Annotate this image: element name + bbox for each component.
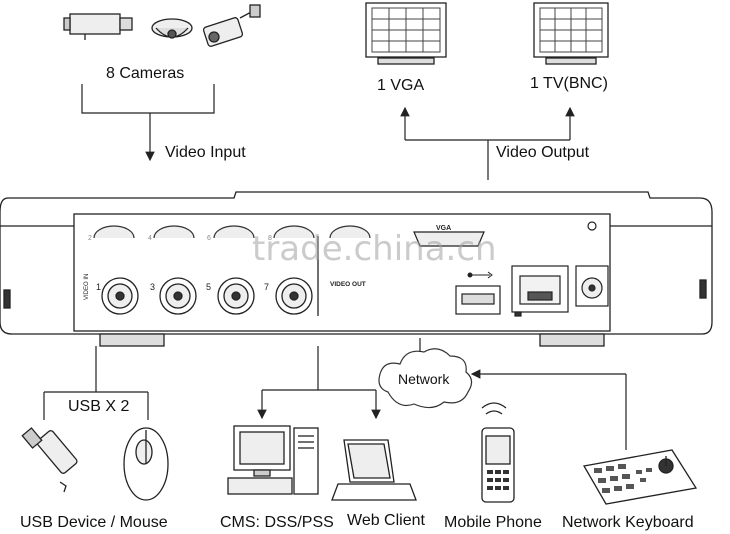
bnc-number-5: 5: [206, 282, 211, 292]
tv-monitor-icon: [533, 2, 609, 65]
video-output-label: Video Output: [496, 144, 590, 161]
vga-monitor-icon: [365, 2, 447, 65]
network-keyboard-icon: [582, 449, 698, 505]
vga-port-label: VGA: [436, 225, 451, 232]
bnc-1-connector: [101, 277, 139, 315]
bnc-number-7: 7: [264, 282, 269, 292]
peripheral-connectors: [43, 338, 627, 450]
network-keyboard-label: Network Keyboard: [562, 514, 694, 531]
usb-port: [455, 285, 501, 315]
usb-stick-icon: [21, 427, 78, 493]
bnc-number-8: 8: [268, 235, 272, 242]
network-label: Network: [398, 371, 450, 387]
watermark-text: trade.china.cn: [252, 229, 497, 269]
vga-output-label: 1 VGA: [377, 77, 425, 94]
video-out-label: VIDEO OUT: [330, 281, 366, 288]
cms-label: CMS: DSS/PSS: [220, 514, 334, 531]
video-output-connector: [400, 106, 575, 180]
bullet-camera-icon: [202, 4, 261, 47]
video-in-side-label: VIDEO IN: [84, 274, 90, 300]
video-input-label: Video Input: [165, 144, 246, 161]
bnc-top-row: [93, 225, 371, 239]
mouse-icon: [123, 427, 169, 501]
bnc-number-2: 2: [88, 235, 92, 242]
power-port: [575, 221, 609, 307]
bnc-number-4: 4: [148, 235, 152, 242]
bnc-number-1: 1: [96, 282, 101, 292]
dome-camera-icon: [151, 18, 193, 39]
laptop-icon: [331, 439, 417, 501]
mobile-phone-label: Mobile Phone: [444, 514, 542, 531]
box-camera-icon: [63, 13, 133, 40]
cms-computer-icon: [227, 425, 319, 495]
bnc-3-connector: [159, 277, 197, 315]
web-client-label: Web Client: [347, 512, 425, 529]
bnc-number-6: 6: [207, 235, 211, 242]
video-input-connector: [81, 84, 215, 162]
bnc-5-connector: [217, 277, 255, 315]
bnc-connectors: [101, 277, 313, 315]
mobile-phone-icon: [481, 402, 515, 503]
network-cloud-icon: [378, 348, 473, 409]
usb-icon: [467, 271, 493, 279]
network-port: [511, 265, 569, 317]
cameras-label: 8 Cameras: [106, 65, 185, 82]
usb-count-label: USB X 2: [68, 398, 130, 415]
usb-device-label: USB Device / Mouse: [20, 514, 168, 531]
bnc-number-3: 3: [150, 282, 155, 292]
bnc-7-connector: [275, 277, 313, 315]
tv-output-label: 1 TV(BNC): [530, 75, 608, 92]
vga-port: [413, 231, 485, 247]
